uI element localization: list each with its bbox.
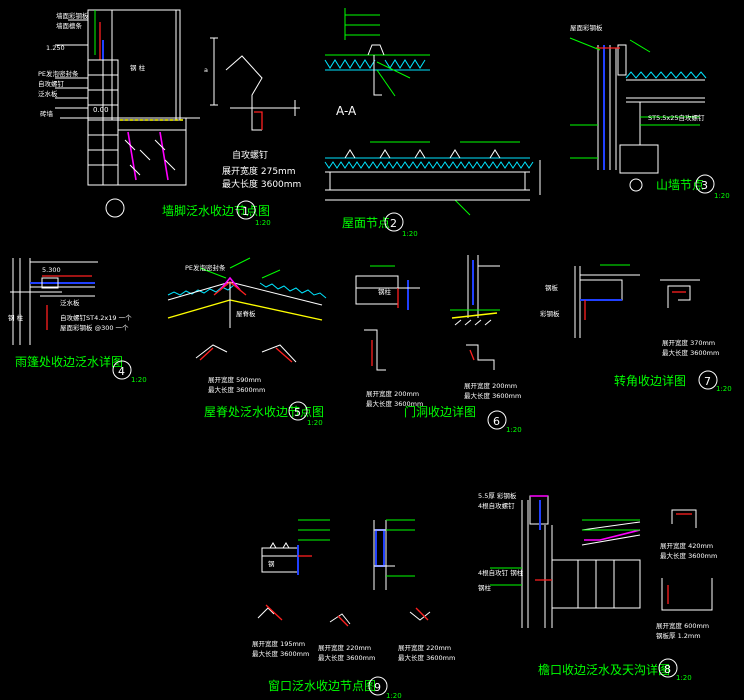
svg-text:钢 柱: 钢 柱 [130,63,146,72]
svg-text:墙面檩条: 墙面檩条 [56,21,83,30]
detail-2-scale: 1:20 [402,230,418,238]
detail-9-window: 钢 展开宽度 195mm 最大长度 3600mm 展开宽度 220mm 最大长度… [252,519,455,662]
svg-text:最大长度 3600mm: 最大长度 3600mm [208,385,265,394]
svg-text:自攻螺钉ST4.2x19 一个: 自攻螺钉ST4.2x19 一个 [60,313,132,322]
screw-note: ST5.5x25自攻螺钉 [648,113,705,122]
elev-5300: 5.300 [42,266,61,274]
svg-text:展开宽度 420mm: 展开宽度 420mm [660,541,713,550]
detail-2-title-text: 屋面节点 [342,216,390,230]
detail-8-title-text: 檐口收边泛水及天沟详图 [538,662,670,677]
detail-5-ridge: PE发泡密封条 屋脊板 展开宽度 590mm 最大长度 3600mm [167,257,327,394]
elev-1250: 1.250 [46,44,65,52]
svg-text:展开宽度 600mm: 展开宽度 600mm [656,621,709,630]
detail-1-number: 1 [242,205,249,218]
section-label: A-A [336,104,357,118]
svg-text:彩钢板: 彩钢板 [540,309,560,318]
column-note: 4根自攻钉 钢柱 [478,568,524,577]
svg-text:展开宽度 370mm: 展开宽度 370mm [662,338,715,347]
svg-text:泛水板: 泛水板 [60,298,80,307]
detail-3-title: 山墙节点 3 1:20 [656,174,730,200]
svg-text:0.00: 0.00 [93,106,109,114]
svg-text:最大长度 3600mm: 最大长度 3600mm [318,653,375,662]
detail-8-scale: 1:20 [676,674,692,682]
detail-5-scale: 1:20 [307,419,323,427]
detail-7-scale: 1:20 [716,385,732,393]
detail-4-title-text: 雨篷处收边泛水详图 [15,354,123,369]
detail-7-corner: 钢板 彩钢板 展开宽度 370mm 最大长度 3600mm [540,264,719,357]
svg-text:最大长度 3600mm: 最大长度 3600mm [252,649,309,658]
detail-7-number: 7 [704,375,711,388]
svg-text:展开宽度 220mm: 展开宽度 220mm [318,643,371,652]
detail-7-title-text: 转角收边详图 [614,373,686,388]
detail-6-number: 6 [493,415,500,428]
detail-1-flashing-profile: a 自攻螺钉 展开宽度 275mm 最大长度 3600mm [204,37,301,190]
svg-text:屋面彩钢板: 屋面彩钢板 [570,23,603,32]
svg-text:展开宽度 200mm: 展开宽度 200mm [464,381,517,390]
detail-3-scale: 1:20 [714,192,730,200]
gutter-screw-note: 5.5厚 彩钢板 [478,491,517,500]
detail-9-scale: 1:20 [386,692,402,700]
pe-seal-label: PE发泡密封条 [38,69,79,78]
svg-text:屋面彩钢板 @300 一个: 屋面彩钢板 @300 一个 [60,323,129,332]
detail-2-roof-elevation [324,141,541,216]
svg-text:砖墙: 砖墙 [40,109,54,118]
svg-text:最大长度 3600mm: 最大长度 3600mm [366,399,423,408]
svg-text:钢柱: 钢柱 [478,583,492,592]
svg-text:最大长度 3600mm: 最大长度 3600mm [660,551,717,560]
detail-8-eave-gutter: 5.5厚 彩钢板 4根自攻螺钉 4根自攻钉 钢柱 钢柱 展开宽度 420mm 最… [478,491,717,640]
svg-text:展开宽度 220mm: 展开宽度 220mm [398,643,451,652]
detail-6-door-opening: 钢柱 展开宽度 200mm 最大长度 3600mm 展开宽度 200mm 最大长… [355,255,521,408]
detail-2-roof-section: A-A [324,8,430,118]
svg-text:展开宽度 200mm: 展开宽度 200mm [366,389,419,398]
detail-8-number: 8 [664,663,671,676]
detail-1-wall-base-flashing: 墙面彩钢板 墙面檩条 1.250 PE发泡密封条 自攻螺钉 泛水板 砖墙 钢 柱… [38,9,200,218]
svg-text:钢 柱: 钢 柱 [8,313,24,322]
svg-text:墙面彩钢板: 墙面彩钢板 [56,11,89,20]
detail-3-number: 3 [701,179,708,192]
svg-text:钢板厚 1.2mm: 钢板厚 1.2mm [656,631,701,640]
svg-text:最大长度 3600mm: 最大长度 3600mm [398,653,455,662]
detail-6-title: 门洞收边详图 6 1:20 [404,404,522,434]
svg-text:钢板: 钢板 [545,283,559,292]
svg-text:泛水板: 泛水板 [38,89,58,98]
detail-1-title: 墙脚泛水收边节点图 1 1:20 [162,200,271,227]
detail-8-title: 檐口收边泛水及天沟详图 8 1:20 [538,658,692,682]
svg-text:最大长度 3600mm: 最大长度 3600mm [464,391,521,400]
detail-5-number: 5 [294,406,301,419]
detail-4-title: 雨篷处收边泛水详图 4 1:20 [15,354,147,384]
detail-9-title: 窗口泛水收边节点图 9 1:20 [268,676,402,700]
detail-1-scale: 1:20 [255,219,271,227]
detail-4-canopy: 5.300 泛水板 自攻螺钉ST4.2x19 一个 屋面彩钢板 @300 一个 … [8,258,132,345]
detail-5-title-text: 屋脊处泛水收边节点图 [204,405,324,419]
detail-4-scale: 1:20 [131,376,147,384]
dim-a: a [204,66,208,74]
svg-text:展开宽度 195mm: 展开宽度 195mm [252,639,305,648]
detail-2-number: 2 [390,217,397,230]
detail-1-title-text: 墙脚泛水收边节点图 [162,203,270,218]
detail-7-title: 转角收边详图 7 1:20 [614,370,732,393]
svg-text:PE发泡密封条: PE发泡密封条 [185,263,226,272]
svg-text:自攻螺钉: 自攻螺钉 [232,149,268,161]
svg-text:自攻螺钉: 自攻螺钉 [38,79,65,88]
svg-text:钢柱: 钢柱 [378,287,392,296]
svg-text:屋脊板: 屋脊板 [236,309,256,318]
detail-9-number: 9 [374,681,381,694]
detail-5-title: 屋脊处泛水收边节点图 5 1:20 [204,401,324,427]
detail-6-scale: 1:20 [506,426,522,434]
svg-text:4根自攻螺钉: 4根自攻螺钉 [478,501,515,510]
svg-text:最大长度 3600mm: 最大长度 3600mm [662,348,719,357]
detail-9-title-text: 窗口泛水收边节点图 [268,679,376,693]
svg-text:钢: 钢 [268,560,275,568]
detail-4-number: 4 [118,365,125,378]
detail-2-title: 屋面节点 2 1:20 [342,212,418,238]
detail-3-title-text: 山墙节点 [656,178,704,192]
detail-6-title-text: 门洞收边详图 [404,404,476,419]
note-width: 展开宽度 275mm [222,165,296,177]
svg-text:展开宽度 590mm: 展开宽度 590mm [208,375,261,384]
note-length: 最大长度 3600mm [222,178,301,190]
detail-3-gable-wall: ST5.5x25自攻螺钉 屋面彩钢板 [569,23,707,192]
